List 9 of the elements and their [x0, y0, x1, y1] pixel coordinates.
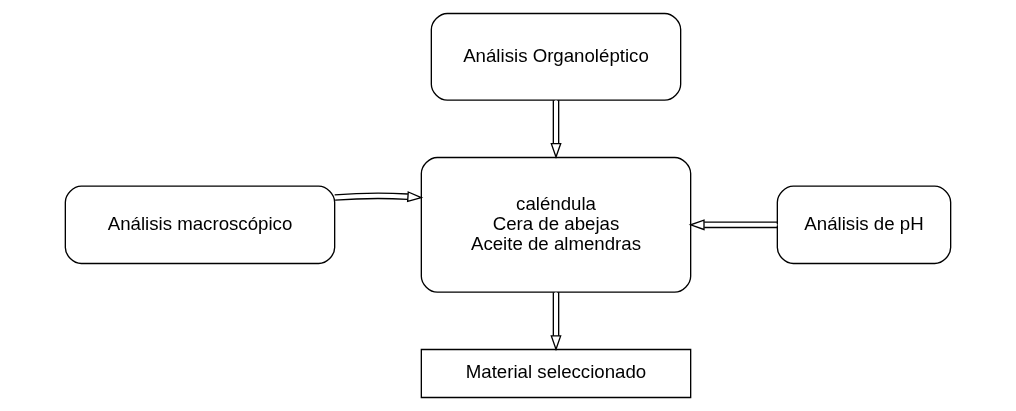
- node-box: Análisis de pH: [776, 185, 952, 265]
- node-box: Análisis macroscópico: [64, 185, 336, 265]
- node-box: Análisis Organoléptico: [430, 12, 682, 101]
- arrow: [550, 99, 562, 160]
- arrow: [688, 219, 778, 231]
- arrow: [334, 191, 424, 203]
- node-box: Material seleccionado: [420, 348, 692, 399]
- node-box: caléndula Cera de abejas Aceite de almendras: [420, 156, 692, 293]
- arrow: [550, 291, 562, 352]
